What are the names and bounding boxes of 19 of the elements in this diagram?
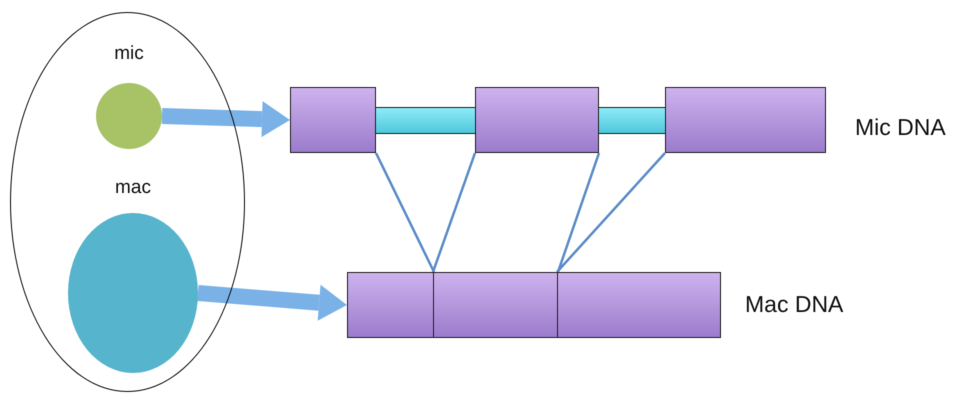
dna-segment [433, 272, 558, 338]
dna-segment [347, 272, 434, 338]
connector-line [556, 152, 666, 273]
dna-spacer-bar [375, 107, 476, 134]
nucleus-label: mac [114, 177, 152, 199]
dna-spacer-bar [598, 107, 666, 134]
dna-label: Mac DNA [745, 291, 844, 318]
dna-label: Mic DNA [855, 114, 946, 141]
dna-segment [290, 87, 376, 153]
nucleus-label: mic [113, 43, 145, 65]
connector-line [432, 152, 476, 272]
dna-segment [475, 87, 599, 153]
cell-outline [10, 12, 245, 392]
block-arrow [162, 101, 290, 138]
connector-line [556, 152, 600, 272]
connector-line [374, 152, 436, 273]
dna-segment [557, 272, 721, 338]
dna-segment [665, 87, 826, 153]
block-arrow [197, 284, 347, 321]
